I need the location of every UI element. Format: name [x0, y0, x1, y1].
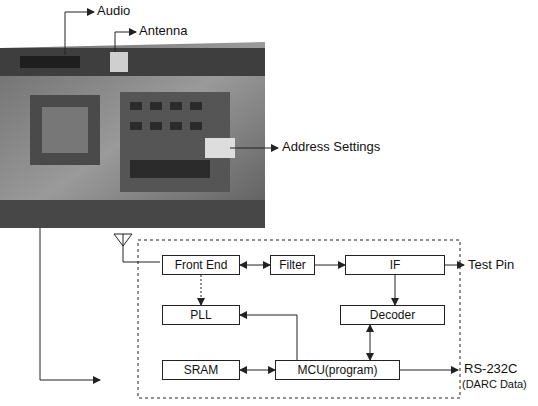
signal-connector	[315, 265, 345, 266]
signal-connector	[240, 315, 297, 360]
block-label: Filter	[279, 258, 306, 272]
block-label: MCU(program)	[297, 363, 377, 377]
signal-connector	[395, 275, 396, 305]
block-label: IF	[390, 258, 401, 272]
block-label: PLL	[190, 308, 211, 322]
block-box: MCU(program)	[275, 360, 400, 380]
block-box: Front End	[162, 255, 240, 275]
block-box: PLL	[162, 305, 240, 325]
signal-label: Address Settings	[282, 140, 380, 155]
device-photo	[0, 42, 265, 228]
signal-connector	[370, 325, 371, 360]
signal-label: Antenna	[139, 24, 187, 39]
signal-label: RS-232C	[464, 362, 517, 377]
signal-label: Audio	[97, 4, 130, 19]
signal-connector	[240, 265, 270, 266]
block-label: SRAM	[184, 363, 219, 377]
leader-lines	[40, 12, 464, 398]
block-box: Filter	[270, 255, 315, 275]
block-box: Decoder	[340, 305, 445, 325]
signal-label: Test Pin	[468, 258, 514, 273]
block-box: IF	[345, 255, 445, 275]
block-box: SRAM	[162, 360, 240, 380]
signal-connector	[201, 275, 202, 305]
signal-connector	[240, 370, 275, 371]
signal-label: (DARC Data)	[462, 378, 527, 391]
block-label: Decoder	[370, 308, 415, 322]
block-label: Front End	[175, 258, 228, 272]
